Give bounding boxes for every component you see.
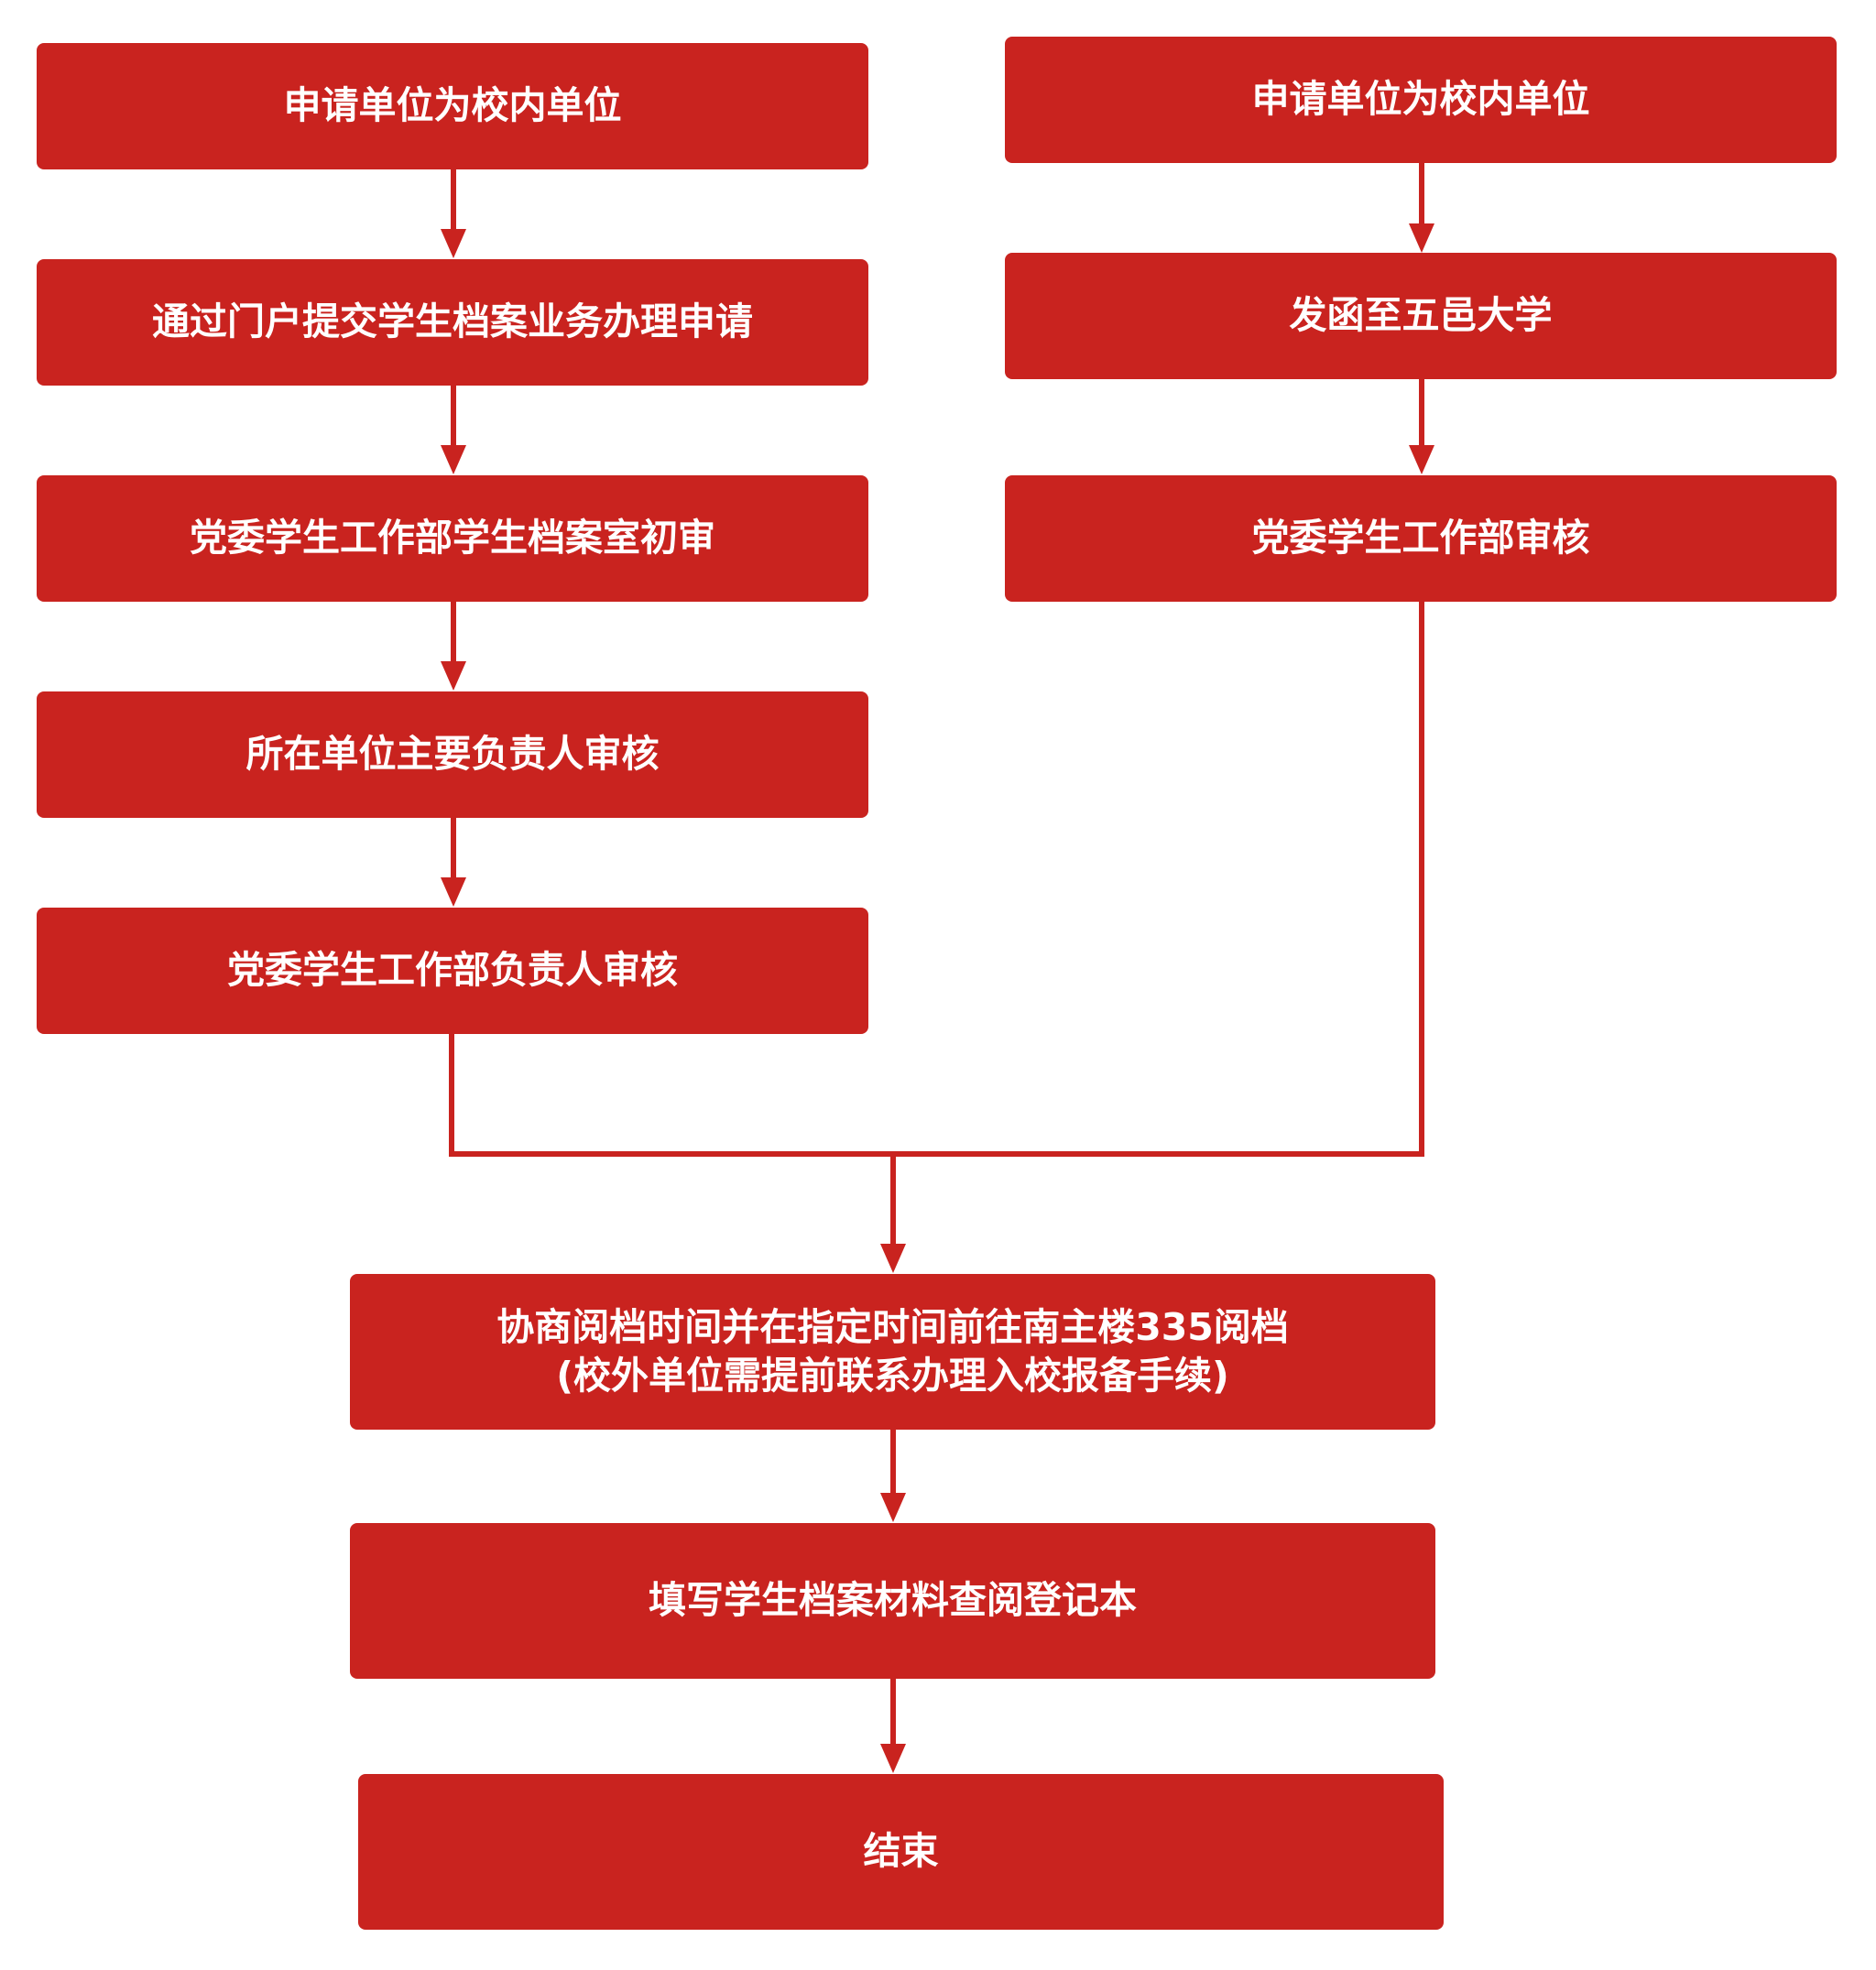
right-step-3-box: 党委学生工作部审核 xyxy=(1005,475,1837,602)
right-step-1-box: 申请单位为校内单位 xyxy=(1005,37,1837,163)
common-step-2-label: 填写学生档案材料查阅登记本 xyxy=(649,1578,1137,1623)
common-step-2-box: 填写学生档案材料查阅登记本 xyxy=(350,1523,1435,1679)
right-step-3-label: 党委学生工作部审核 xyxy=(1251,516,1590,561)
left-step-4-box: 所在单位主要负责人审核 xyxy=(37,691,868,818)
left-step-3-box: 党委学生工作部学生档案室初审 xyxy=(37,475,868,602)
end-box: 结束 xyxy=(358,1774,1444,1930)
merge-right-line xyxy=(893,602,1424,1157)
left-step-3-label: 党委学生工作部学生档案室初审 xyxy=(190,516,715,561)
arrowhead-merge-down xyxy=(880,1244,906,1273)
arrowhead-left-3-4 xyxy=(441,661,466,691)
common-step-1-line2: (校外单位需提前联系办理入校报备手续) xyxy=(556,1354,1229,1398)
right-step-2-label: 发函至五邑大学 xyxy=(1289,293,1553,338)
common-step-1-box: 协商阅档时间并在指定时间前往南主楼335阅档 (校外单位需提前联系办理入校报备手… xyxy=(350,1274,1435,1430)
arrowhead-bottom-1-2 xyxy=(880,1493,906,1522)
end-label: 结束 xyxy=(863,1829,939,1874)
left-step-4-label: 所在单位主要负责人审核 xyxy=(245,732,660,777)
arrowhead-left-2-3 xyxy=(441,445,466,474)
arrowhead-left-4-5 xyxy=(441,877,466,907)
right-step-1-label: 申请单位为校内单位 xyxy=(1251,77,1590,122)
arrowhead-right-2-3 xyxy=(1409,445,1434,474)
common-step-1-line1: 协商阅档时间并在指定时间前往南主楼335阅档 xyxy=(496,1304,1289,1349)
left-step-2-label: 通过门户提交学生档案业务办理申请 xyxy=(152,299,753,344)
left-step-1-box: 申请单位为校内单位 xyxy=(37,43,868,169)
arrowhead-right-1-2 xyxy=(1409,223,1434,253)
right-step-2-box: 发函至五邑大学 xyxy=(1005,253,1837,379)
merge-left-line xyxy=(449,1033,893,1157)
left-step-5-box: 党委学生工作部负责人审核 xyxy=(37,908,868,1034)
left-step-5-label: 党委学生工作部负责人审核 xyxy=(227,948,678,993)
arrowhead-bottom-2-3 xyxy=(880,1744,906,1773)
arrowhead-left-1-2 xyxy=(441,229,466,258)
left-step-1-label: 申请单位为校内单位 xyxy=(283,83,622,128)
left-step-2-box: 通过门户提交学生档案业务办理申请 xyxy=(37,259,868,386)
